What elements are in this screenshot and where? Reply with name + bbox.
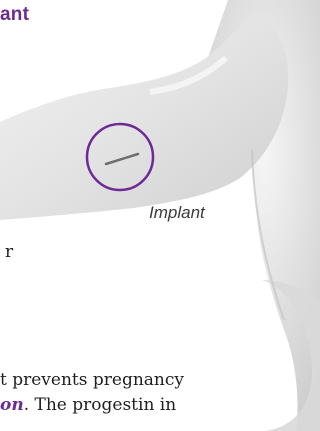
emphasis-text: on bbox=[0, 395, 24, 415]
body-text-line-2-rest: . The progestin in bbox=[24, 395, 176, 415]
body-text-line-1: t prevents pregnancy bbox=[0, 370, 184, 390]
stray-text-fragment: r bbox=[5, 242, 13, 262]
upper-arm-shape bbox=[0, 14, 288, 220]
implant-caption: Implant bbox=[149, 203, 205, 223]
body-text-line-2: on. The progestin in bbox=[0, 395, 176, 415]
